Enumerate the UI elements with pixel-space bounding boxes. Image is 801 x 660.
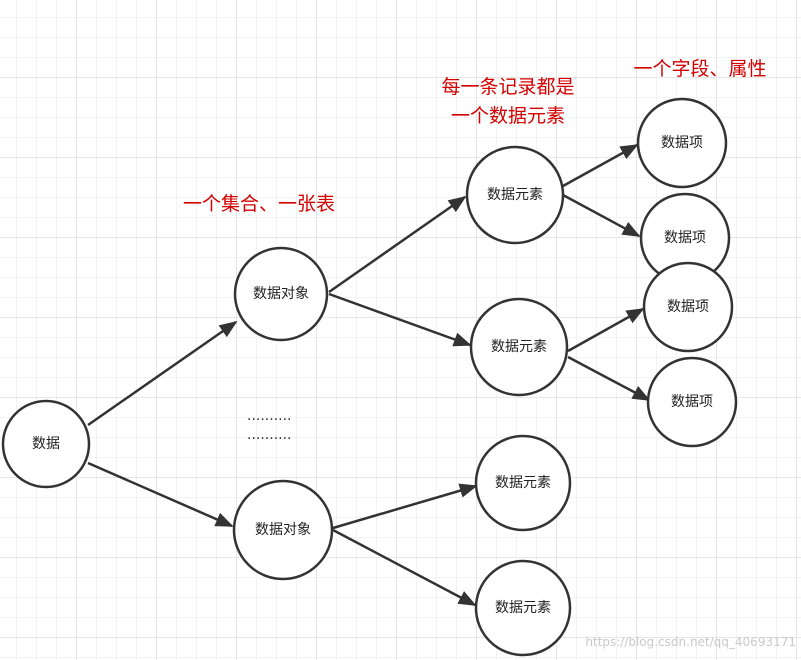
node-element-1: 数据元素 <box>465 145 565 245</box>
node-object-2: 数据对象 <box>232 479 334 581</box>
edge-object-1-to-element-1 <box>328 195 467 294</box>
node-object-1: 数据对象 <box>233 246 329 342</box>
edge-object-1-to-element-2 <box>328 292 472 347</box>
node-element-2: 数据元素 <box>469 297 569 397</box>
node-root: 数据 <box>1 399 91 489</box>
node-element-3: 数据元素 <box>474 434 572 532</box>
edge-root-to-object-1 <box>87 320 238 427</box>
node-element-4: 数据元素 <box>474 559 572 657</box>
node-item-4-label: 数据项 <box>671 394 713 410</box>
edges <box>87 143 651 607</box>
node-item-1-label: 数据项 <box>661 135 703 151</box>
annotation-object: 一个集合、一张表 <box>183 193 335 215</box>
node-object-2-label: 数据对象 <box>255 522 311 538</box>
edge-element-2-to-item-3 <box>567 307 645 353</box>
node-item-1: 数据项 <box>636 97 728 189</box>
annotation-element-line-2: 一个数据元素 <box>451 105 565 127</box>
annotation-element-line-1: 每一条记录都是 <box>441 76 574 98</box>
edge-root-to-object-2 <box>87 461 234 528</box>
edge-element-1-to-item-2 <box>562 193 641 238</box>
node-element-1-label: 数据元素 <box>487 187 543 203</box>
edge-element-1-to-item-1 <box>562 143 639 188</box>
edge-element-2-to-item-4 <box>567 355 651 402</box>
edge-object-2-to-element-3 <box>332 483 478 530</box>
node-element-4-label: 数据元素 <box>495 600 551 616</box>
watermark: https://blog.csdn.net/qq_40693171 <box>585 635 796 649</box>
node-item-3: 数据项 <box>642 261 734 353</box>
node-object-1-label: 数据对象 <box>253 286 309 302</box>
edge-object-2-to-element-4 <box>332 528 477 607</box>
node-item-4: 数据项 <box>646 356 738 448</box>
node-item-2-label: 数据项 <box>664 230 706 246</box>
ellipsis-line-1: .......... <box>247 408 292 424</box>
node-element-2-label: 数据元素 <box>491 339 547 355</box>
node-root-label: 数据 <box>32 436 60 452</box>
node-element-3-label: 数据元素 <box>495 475 551 491</box>
annotation-item: 一个字段、属性 <box>633 58 766 80</box>
node-item-3-label: 数据项 <box>667 299 709 315</box>
ellipsis-line-2: .......... <box>247 427 292 443</box>
